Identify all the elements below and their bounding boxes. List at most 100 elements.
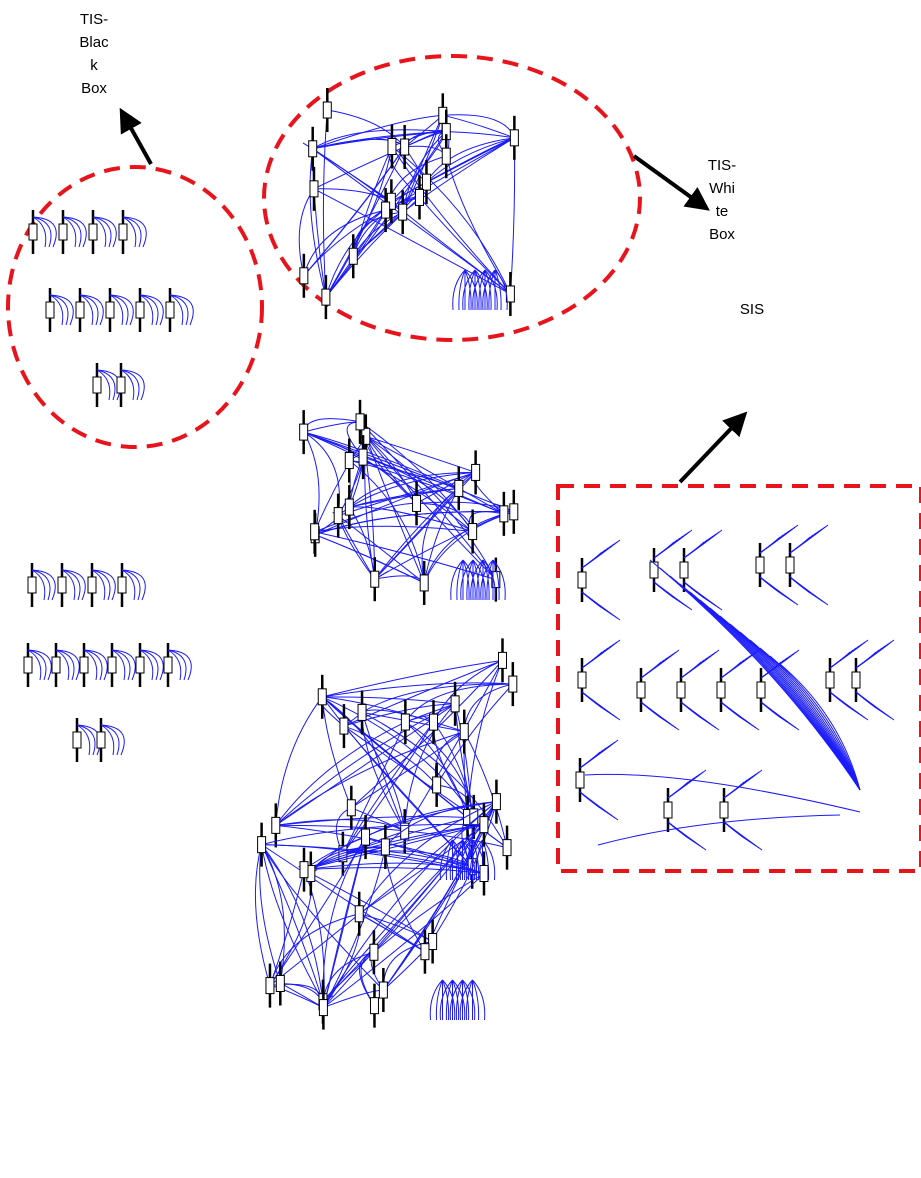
model-edge <box>729 623 861 791</box>
model-node <box>387 138 397 156</box>
model-edge <box>120 369 145 401</box>
model-node <box>344 498 354 516</box>
model-edge <box>449 979 463 1021</box>
model-edge <box>91 569 106 601</box>
model-edge <box>667 769 707 799</box>
model-edge <box>365 436 425 584</box>
model-edge <box>475 839 483 881</box>
model-edge <box>321 696 473 868</box>
model-node <box>636 681 646 699</box>
model-edge <box>509 137 516 295</box>
model-node <box>825 671 835 689</box>
model-edge <box>439 839 453 881</box>
model-edge <box>55 649 75 681</box>
model-edge <box>442 114 515 139</box>
model-edge <box>723 821 763 851</box>
model-edge <box>92 216 112 248</box>
model-node <box>676 681 686 699</box>
model-edge <box>494 269 502 311</box>
model-node <box>454 479 464 497</box>
model-edge <box>439 979 453 1021</box>
model-node <box>299 267 309 285</box>
model-node <box>663 801 673 819</box>
model-node <box>468 523 478 541</box>
model-edge <box>275 731 465 826</box>
model-node <box>88 223 98 241</box>
model-node <box>459 723 469 741</box>
model-edge <box>261 844 285 984</box>
model-edge <box>739 631 861 791</box>
model-node <box>163 656 173 674</box>
model-node <box>339 717 349 735</box>
model-edge <box>303 867 485 874</box>
model-edge <box>349 506 473 533</box>
model-edge <box>259 844 281 984</box>
arrow-to-sis-label <box>678 411 748 484</box>
model-edge <box>709 607 861 791</box>
model-edge <box>322 836 367 1008</box>
model-edge <box>61 569 81 601</box>
model-node <box>400 713 410 731</box>
model-edge <box>261 844 324 1008</box>
model-node <box>479 864 489 882</box>
model-node <box>499 505 509 523</box>
model-node <box>378 981 388 999</box>
model-edge <box>100 724 115 756</box>
model-node <box>649 561 659 579</box>
model-edge <box>275 819 405 832</box>
model-edge <box>466 559 474 601</box>
model-edge <box>31 569 56 601</box>
model-node <box>491 793 501 811</box>
model-edge <box>669 575 861 791</box>
model-edge <box>459 839 473 881</box>
model-edge <box>402 137 515 213</box>
model-edge <box>167 649 182 681</box>
model-edge <box>486 559 494 601</box>
model-edge <box>452 269 466 311</box>
model-node <box>361 828 371 846</box>
model-edge <box>855 639 895 669</box>
model-node <box>420 943 430 961</box>
model-node <box>756 681 766 699</box>
model-node <box>414 188 424 206</box>
model-edge <box>759 647 861 791</box>
model-node <box>575 771 585 789</box>
model-edge <box>313 188 511 295</box>
model-edge <box>76 724 91 756</box>
model-edge <box>472 269 486 311</box>
model-edge <box>760 701 800 731</box>
model-diagrams <box>23 88 895 1030</box>
model-node <box>308 140 318 158</box>
model-edge <box>139 294 159 326</box>
model-edge <box>327 109 406 148</box>
model-edge <box>32 216 52 248</box>
model-edge <box>92 216 117 248</box>
model-edge <box>361 683 513 713</box>
model-edge <box>476 559 484 601</box>
model-edge <box>404 660 503 832</box>
model-edge <box>640 649 680 679</box>
model-node <box>502 839 512 857</box>
model-edge <box>343 725 438 786</box>
model-node <box>497 651 507 669</box>
model-edge <box>122 216 137 248</box>
model-node <box>27 576 37 594</box>
model-edge <box>337 515 425 584</box>
model-node <box>118 223 128 241</box>
model-edge <box>352 146 393 257</box>
model-node <box>354 905 364 923</box>
model-node <box>381 201 391 219</box>
model-node <box>317 688 327 706</box>
model-edge <box>423 488 460 584</box>
model-edge <box>31 569 51 601</box>
model-edge <box>462 269 476 311</box>
model-edge <box>470 559 484 601</box>
model-edge <box>384 846 426 952</box>
model-edge <box>322 846 386 1008</box>
model-edge <box>348 471 476 508</box>
model-edge <box>139 294 154 326</box>
model-edge <box>32 216 47 248</box>
model-edge <box>303 146 406 277</box>
model-node <box>358 448 368 466</box>
model-node <box>45 301 55 319</box>
